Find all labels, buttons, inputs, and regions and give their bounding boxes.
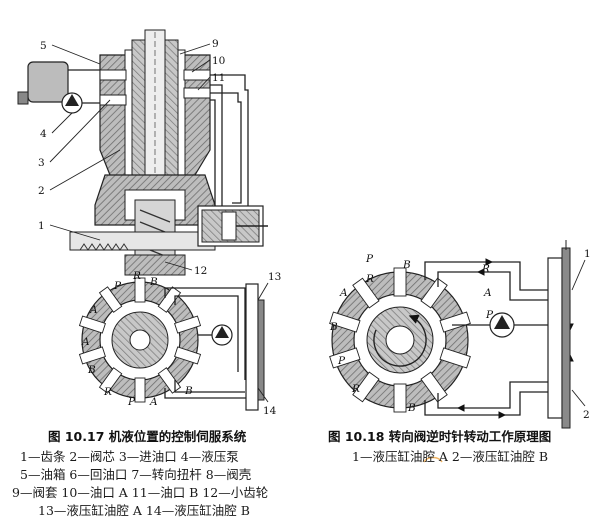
fig18-pump-symbol — [489, 312, 548, 338]
fig17-port-label: A — [89, 304, 98, 316]
fig17-callout-13: 13 — [268, 271, 281, 283]
fig17-leader-lines — [49, 43, 211, 271]
fig17-callout-3: 3 — [38, 157, 45, 169]
fig17-legend-line: 5—油箱 6—回油口 7—转向扭杆 8—阀壳 — [20, 467, 252, 482]
fig17-callout-9: 9 — [212, 38, 219, 50]
fig18-port-label: B — [407, 402, 416, 414]
fig17-port-label: R — [103, 386, 112, 398]
fig18-port-label: P — [485, 309, 494, 321]
fig17-port-label: B — [149, 276, 158, 288]
fig17-callout-4: 4 — [40, 128, 47, 140]
fig17-port-label: P — [127, 396, 136, 408]
valve-assembly — [69, 29, 216, 276]
fig18-piston — [547, 240, 571, 429]
fig18-port-label: P — [365, 253, 374, 265]
fig17-side-leaders — [257, 282, 269, 403]
pump-and-reservoir — [17, 61, 100, 114]
fig18-port-label: R — [351, 383, 360, 395]
fig17-caption: 图 10.17 机液位置的控制伺服系统 — [48, 429, 247, 444]
fig18-port-label: R — [365, 273, 374, 285]
fig17-pump-symbol — [211, 324, 233, 346]
fig18-callout-1: 1 — [584, 248, 591, 260]
fig17-legend-line: 13—液压缸油腔 A 14—液压缸油腔 B — [38, 503, 250, 518]
fig17-callout-2: 2 — [38, 185, 45, 197]
fig18-port-label: R — [481, 263, 490, 275]
fig17-port-label: P — [113, 280, 122, 292]
fig17-valve-pipes — [164, 287, 252, 399]
fig18-port-label: A — [339, 287, 348, 299]
fig17-port-label: B — [184, 385, 193, 397]
fig17-callout-11: 11 — [212, 72, 225, 84]
fig17-callout-1: 1 — [38, 220, 45, 232]
fig18-port-label: B — [329, 321, 338, 333]
fig18-callout-2: 2 — [583, 409, 590, 421]
fig17-port-label: R — [132, 270, 141, 282]
fig17-callout-14: 14 — [263, 405, 277, 417]
fig17-rotary-valve — [78, 277, 202, 403]
fig17-callout-10: 10 — [212, 55, 225, 67]
fig18-port-label: A — [483, 287, 492, 299]
fig17-port-label: B — [87, 364, 96, 376]
steering-cylinder-small — [197, 205, 268, 247]
fig18-side-leaders — [571, 259, 586, 407]
fig18-valve-pipes — [424, 261, 548, 416]
fig17-legend-line: 1—齿条 2—阀芯 3—进油口 4—液压泵 — [20, 449, 239, 464]
fig17-port-label: A — [149, 396, 158, 408]
fig18-legend-line: 1—液压缸油腔 A 2—液压缸油腔 B — [352, 449, 549, 464]
fig18-port-label: P — [337, 355, 346, 367]
fig17-callout-5: 5 — [40, 40, 47, 52]
fig18-rotary-valve — [329, 267, 471, 413]
fig17-piston — [245, 283, 265, 411]
fig17-callout-12: 12 — [194, 265, 207, 277]
fig17-legend-line: 9—阀套 10—油口 A 11—油口 B 12—小齿轮 — [12, 485, 269, 500]
fig17-port-label: A — [81, 336, 90, 348]
fig18-caption: 图 10.18 转向阀逆时针转动工作原理图 — [328, 429, 552, 444]
orange-mark — [423, 456, 443, 463]
fig18-port-label: B — [402, 259, 411, 271]
